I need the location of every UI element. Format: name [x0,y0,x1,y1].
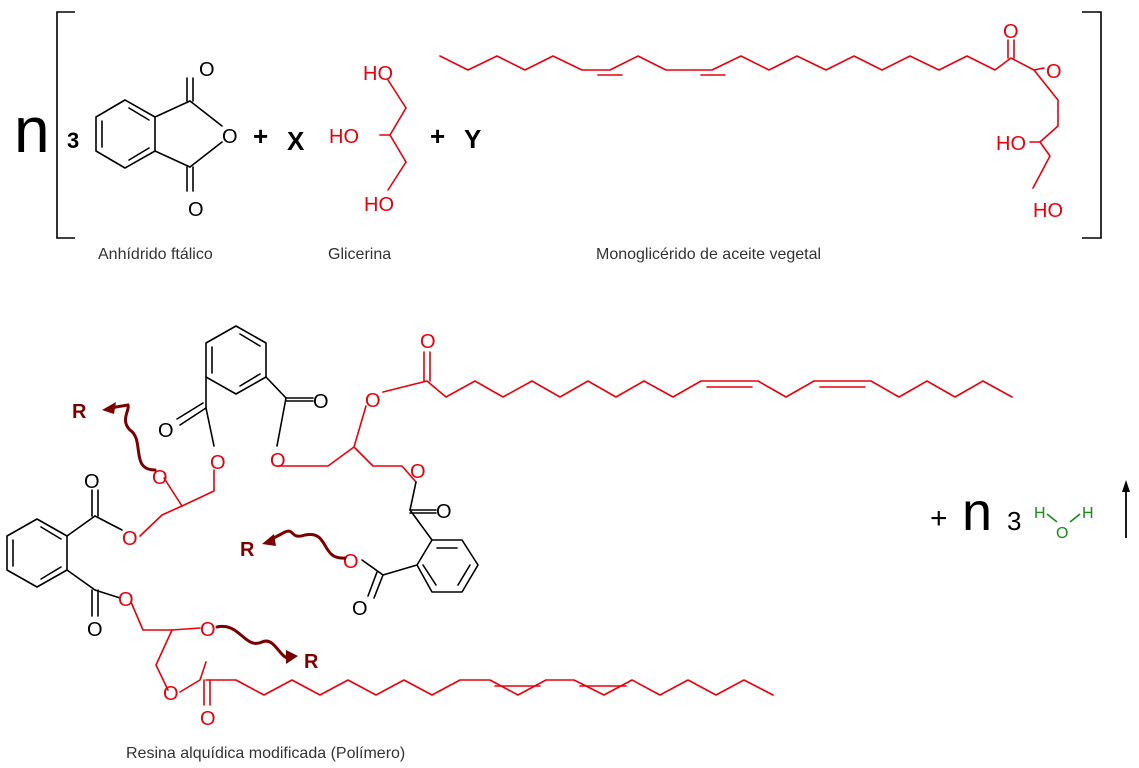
resin-o-upper-link-2: O [270,450,286,472]
monoglyceride-o-carbonyl: O [1003,21,1019,43]
plus-sign-2: + [430,121,445,151]
water-molecule [1046,513,1081,523]
resin-o-upper-link: O [210,452,226,474]
monoglyceride-label: Monoglicérido de aceite vegetal [596,246,821,263]
monoglyceride-ho-bottom: HO [1033,200,1063,222]
glycerol-structure [379,79,407,191]
water-multiplier-n: n [962,482,992,542]
phthalic-coefficient: 3 [67,128,79,153]
resin-o-right-link: O [410,461,426,483]
glycerol-coefficient: X [287,126,305,156]
resin-glycerol-upper [276,351,1013,483]
right-bracket [1082,11,1102,239]
resin-r-bottom: R [304,651,319,673]
resin-o-right-bottom: O [352,598,368,620]
phthalic-o-bottom: O [188,199,204,221]
monoglyceride-coefficient: Y [464,124,481,154]
plus-sign-1: + [253,121,268,151]
phthalic-anhydride-structure [95,77,223,192]
gas-release-arrow [1122,480,1130,538]
resin-r-top: R [72,401,87,423]
resin-o-upper-carbonyl: O [420,331,436,353]
phthalic-o-ring: O [222,126,238,148]
resin-r-middle: R [240,539,255,561]
monoglyceride-ho-middle: HO [996,133,1026,155]
resin-o-right-carbonyl: O [436,501,452,523]
resin-phthalate-left [6,489,123,617]
resin-r-links [102,402,347,664]
polymer-multiplier-n: n [14,94,50,166]
water-h-right: H [1082,505,1094,522]
monoglyceride-o-ester: O [1046,61,1062,83]
resin-o-top-1: O [158,420,174,442]
resin-o-left-link-4: O [200,619,216,641]
resin-o-upper-ester: O [365,390,381,412]
phthalic-o-top: O [199,59,215,81]
alkyd-resin-label: Resina alquídica modificada (Polímero) [126,745,405,762]
resin-o-left-link-1: O [152,467,168,489]
resin-phthalate-top [176,325,314,447]
glycerol-label: Glicerina [328,246,391,263]
resin-phthalate-right [361,481,479,599]
resin-o-lower-ester: O [163,683,179,705]
water-h-left: H [1034,505,1046,522]
resin-o-left-top: O [84,471,100,493]
resin-o-lower-carbonyl: O [200,708,216,730]
resin-glycerol-left [130,469,774,706]
water-o: O [1056,525,1068,542]
glycerol-ho-middle: HO [329,126,359,148]
glycerol-ho-bottom: HO [364,194,394,216]
resin-o-right-ester: O [343,551,359,573]
plus-sign-product: + [930,502,948,535]
resin-o-left-link-3: O [118,589,134,611]
resin-o-left-link-2: O [122,528,138,550]
resin-o-top-2: O [313,391,329,413]
water-coefficient: 3 [1007,506,1021,536]
resin-o-left-bottom: O [87,619,103,641]
left-bracket [56,11,75,239]
phthalic-anhydride-label: Anhídrido ftálico [98,246,213,263]
monoglyceride-structure [439,39,1059,189]
glycerol-ho-top: HO [363,63,393,85]
